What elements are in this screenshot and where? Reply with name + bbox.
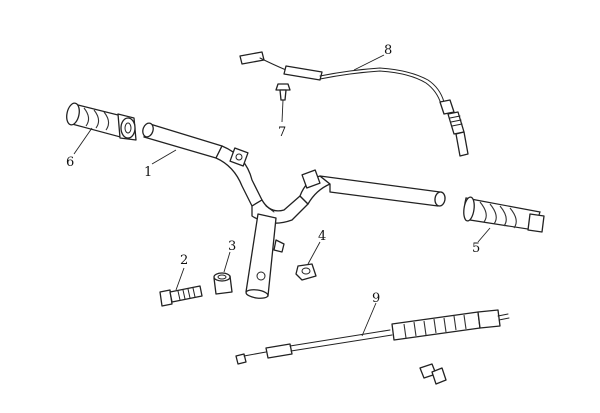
callout-1: 1: [144, 165, 152, 180]
leader-lines: [73, 54, 491, 337]
callout-5: 5: [472, 241, 480, 256]
throttle-cable-part: [239, 51, 469, 157]
bolt-part: [159, 285, 203, 307]
callout-2: 2: [180, 253, 188, 268]
brake-cable-part: [235, 309, 510, 385]
callout-6: 6: [66, 155, 74, 170]
callout-3: 3: [228, 239, 236, 254]
handlebar-part: [142, 122, 446, 299]
collar-part: [213, 272, 233, 295]
left-grip-part: [66, 102, 137, 141]
right-grip-part: [463, 196, 545, 233]
callout-7: 7: [278, 125, 286, 140]
nut-part: [295, 263, 317, 281]
screw-part: [275, 83, 291, 101]
callout-9: 9: [372, 291, 380, 306]
callout-4: 4: [318, 229, 326, 244]
callout-8: 8: [384, 43, 392, 58]
